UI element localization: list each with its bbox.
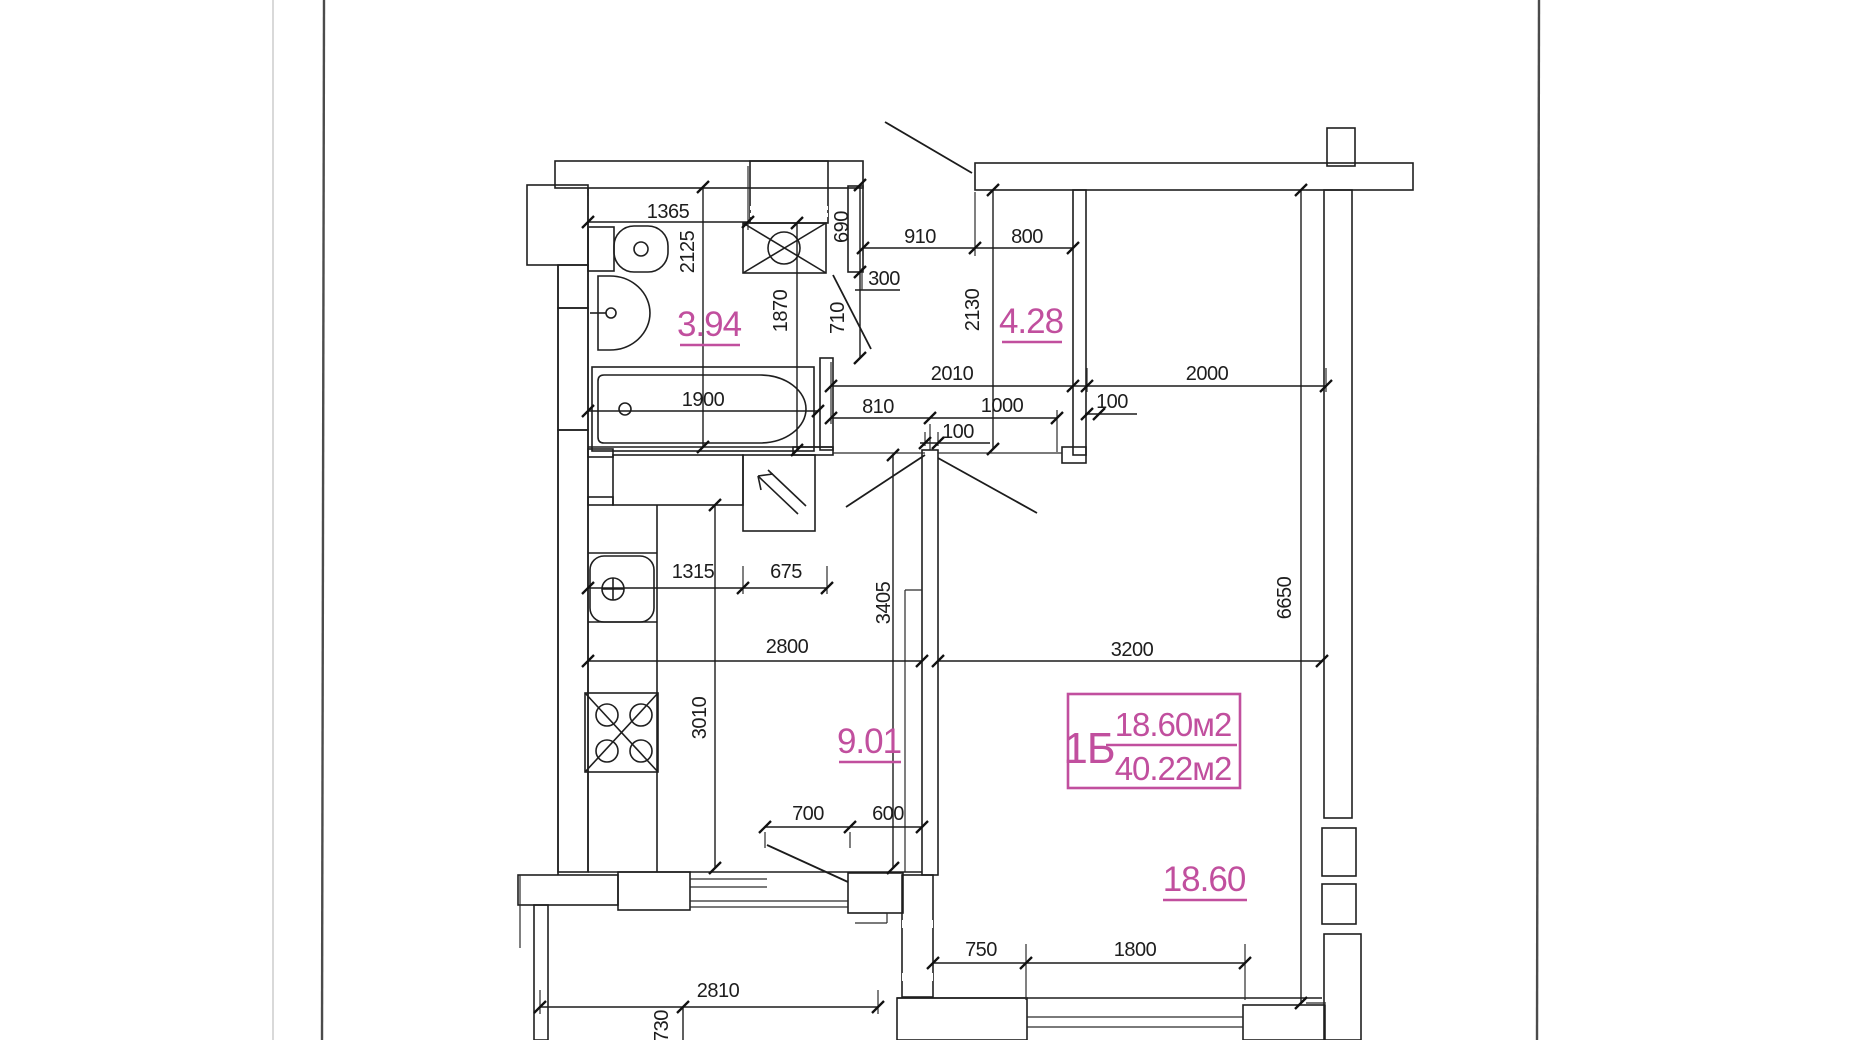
dim-label-1365: 1365 <box>647 201 690 223</box>
dim-label-100-post: 100 <box>942 421 974 443</box>
apartment-total-area: 40.22м2 <box>1115 750 1232 787</box>
dimension-labels: 1365 910 800 300 2010 2000 810 1000 100 … <box>647 201 1296 1040</box>
room-label-bathroom: 3.94 <box>677 305 742 344</box>
dim-label-1900: 1900 <box>682 389 725 411</box>
apartment-type: 1Б <box>1063 724 1114 773</box>
washbasin-icon <box>590 275 651 351</box>
dim-label-3010: 3010 <box>689 696 711 739</box>
room-label-living: 18.60 <box>1163 860 1246 899</box>
dim-label-1870: 1870 <box>770 289 792 332</box>
dim-label-1315: 1315 <box>672 561 715 583</box>
bathroom-fixtures <box>587 222 827 532</box>
dim-label-710: 710 <box>827 302 849 334</box>
washing-machine-icon <box>742 454 816 532</box>
stove-icon <box>584 692 659 773</box>
dimension-ticks <box>533 178 1333 1014</box>
dim-label-3200: 3200 <box>1111 639 1154 661</box>
dim-label-800: 800 <box>1011 226 1043 248</box>
bathroom-door-swing <box>832 274 872 350</box>
dim-label-810: 810 <box>862 396 894 418</box>
apartment-tag-box <box>1066 692 1242 790</box>
dim-label-1000: 1000 <box>981 395 1024 417</box>
dim-label-1800: 1800 <box>1114 939 1157 961</box>
dim-label-100-return: 100 <box>1096 391 1128 413</box>
dim-label-700: 700 <box>792 803 824 825</box>
vent-shaft-icon <box>742 222 827 274</box>
dim-label-2010: 2010 <box>931 363 974 385</box>
door-swings <box>766 121 1038 883</box>
room-labels: 3.94 4.28 9.01 18.60 <box>677 302 1247 902</box>
dim-label-690: 690 <box>831 211 853 243</box>
dim-label-750: 750 <box>965 939 997 961</box>
dim-label-2125: 2125 <box>677 230 699 273</box>
dim-label-910: 910 <box>904 226 936 248</box>
wall-face-lines <box>519 161 1322 1028</box>
toilet-icon <box>587 225 669 273</box>
balcony-door-swing <box>766 844 849 883</box>
entrance-door-swing <box>884 121 973 174</box>
dim-label-730: 730 <box>651 1010 673 1040</box>
dimension-lines <box>533 166 1333 1040</box>
page-border-left <box>320 0 326 1040</box>
living-opening-swing <box>937 457 1038 514</box>
apartment-living-area: 18.60м2 <box>1115 706 1232 743</box>
apartment-tag: 1Б 18.60м2 40.22м2 <box>1063 692 1242 790</box>
dim-label-3405: 3405 <box>873 581 895 624</box>
dim-label-675: 675 <box>770 561 802 583</box>
kitchen-sink-icon <box>589 555 655 623</box>
dim-label-6650: 6650 <box>1274 576 1296 619</box>
page-border-right <box>1535 0 1541 1040</box>
dim-label-2130: 2130 <box>962 288 984 331</box>
dim-label-300: 300 <box>868 268 900 290</box>
dim-label-2810: 2810 <box>697 980 740 1002</box>
dim-label-2000: 2000 <box>1186 363 1229 385</box>
room-label-hallway: 4.28 <box>999 302 1063 341</box>
dim-label-600: 600 <box>872 803 904 825</box>
room-label-kitchen: 9.01 <box>837 722 901 761</box>
kitchen-opening-swing <box>845 454 926 508</box>
dim-label-2800: 2800 <box>766 636 809 658</box>
kitchen-fixtures <box>584 505 659 872</box>
